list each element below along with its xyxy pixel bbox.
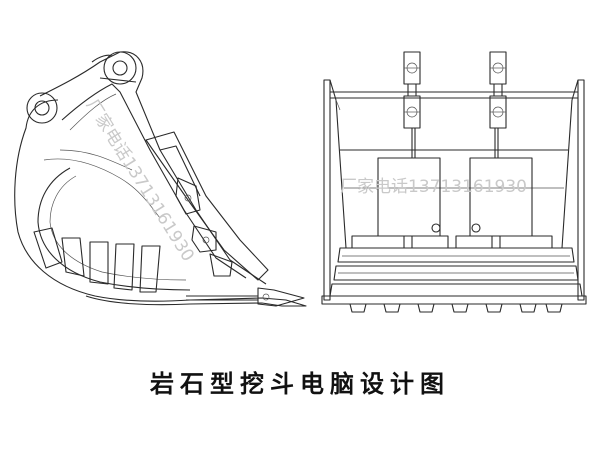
front-teeth	[349, 303, 563, 313]
front-back-plate-left	[377, 157, 441, 237]
watermark-side: 厂家电话13713161930	[82, 96, 198, 265]
side-tooth	[257, 287, 305, 307]
front-inner-shell	[335, 99, 573, 249]
side-inner-shell	[37, 167, 191, 291]
front-back-plate-right	[469, 157, 533, 237]
side-outer-shell	[14, 99, 307, 307]
drawing-caption: 岩石型挖斗电脑设计图	[150, 369, 450, 398]
side-view	[14, 51, 307, 307]
front-mount-left	[403, 51, 421, 158]
side-top-rib	[39, 51, 267, 285]
side-pin-bosses	[26, 51, 137, 124]
side-edge-lugs	[175, 177, 233, 277]
side-edge-plate	[145, 131, 269, 281]
front-view	[321, 51, 587, 313]
front-base	[321, 295, 587, 305]
watermark-front: 厂家电话13713161930	[340, 177, 527, 197]
side-wear-plates	[33, 227, 161, 293]
front-mount-right	[489, 51, 507, 158]
front-outer-frame	[323, 79, 331, 301]
front-cross-bars	[329, 235, 583, 297]
